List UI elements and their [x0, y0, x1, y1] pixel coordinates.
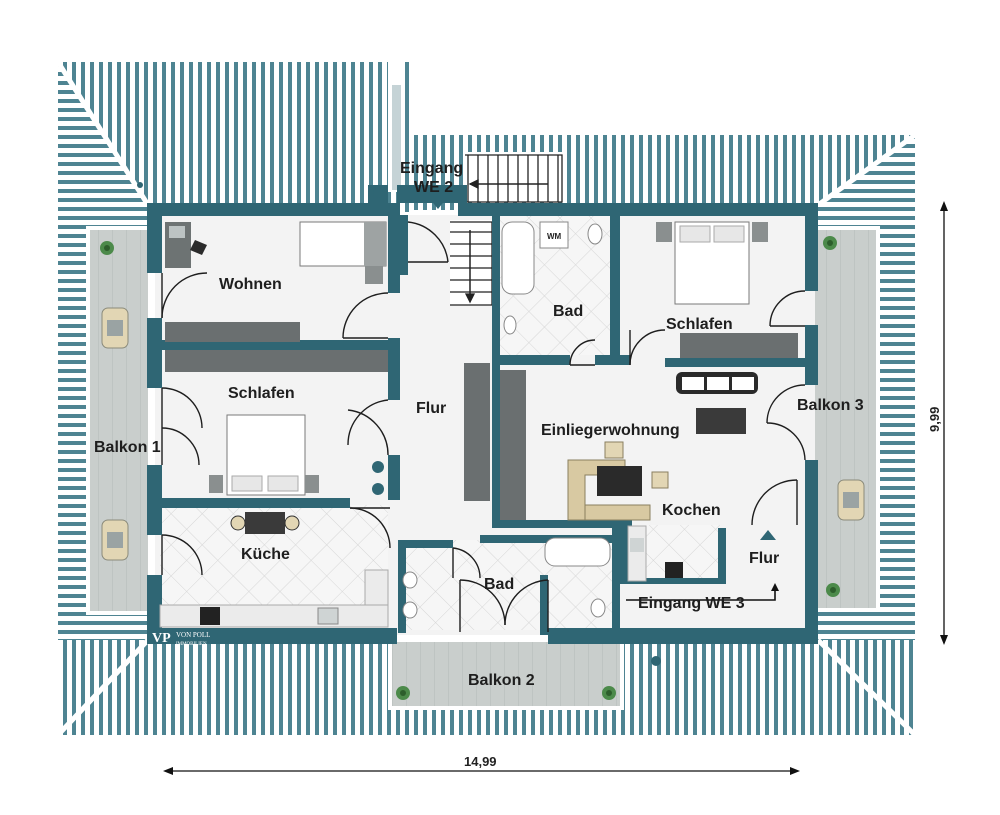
washing-machine-label: WM	[547, 232, 562, 241]
von-poll-logo: VP VON POLL IMMOBILIEN	[152, 631, 210, 647]
room-label-flur-2: Flur	[749, 550, 779, 567]
logo-mark: VP	[152, 631, 171, 646]
stairs	[450, 154, 563, 306]
balconies	[86, 226, 880, 710]
dimension-width-label: 14,99	[464, 754, 497, 769]
room-label-einliegerwohnung: Einliegerwohnung	[541, 422, 680, 439]
furniture	[159, 188, 798, 628]
doors	[161, 221, 806, 632]
balcony-label-2: Balkon 2	[468, 672, 535, 689]
room-label-bad-2: Bad	[484, 576, 514, 593]
balcony-label-3: Balkon 3	[797, 397, 864, 414]
logo-name: VON POLL	[176, 631, 210, 639]
room-label-flur-1: Flur	[416, 400, 446, 417]
room-label-schlafen-1: Schlafen	[228, 385, 295, 402]
room-label-schlafen-2: Schlafen	[666, 316, 733, 333]
room-label-bad-1: Bad	[553, 303, 583, 320]
entrance-markers	[430, 199, 779, 601]
entrance-label-we2-line2: WE 2	[414, 179, 453, 196]
dimension-lines	[163, 201, 948, 775]
room-label-kochen: Kochen	[662, 502, 721, 519]
entrance-label-we2-line1: Eingang	[400, 160, 463, 177]
dimension-height-label: 9,99	[927, 407, 942, 432]
entrance-label-we3: Eingang WE 3	[638, 595, 745, 612]
room-labels: Wohnen Schlafen Küche Flur Bad Schlafen …	[94, 160, 942, 769]
room-label-wohnen: Wohnen	[219, 276, 282, 293]
room-label-kueche: Küche	[241, 546, 290, 563]
walls	[147, 185, 818, 644]
logo-sub: IMMOBILIEN	[176, 642, 207, 647]
balcony-label-1: Balkon 1	[94, 439, 161, 456]
